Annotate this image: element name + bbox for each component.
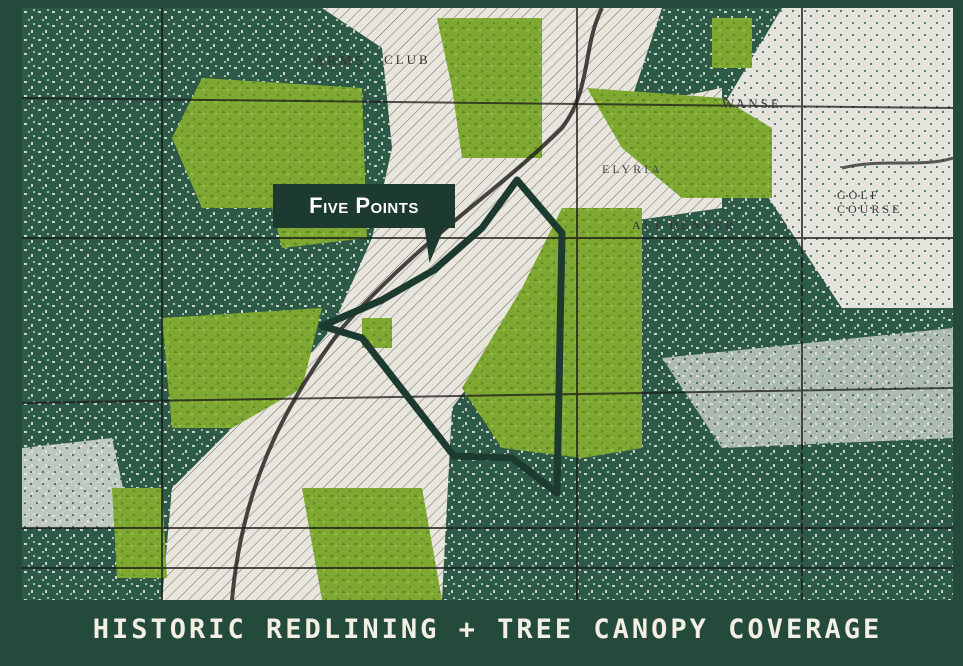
map-label-club: CLUB xyxy=(384,52,431,67)
map-label-arms: ARMS xyxy=(314,54,366,69)
map-canvas[interactable]: ARMS CLUB WANSE ELYRIA AST DENVER GOLF C… xyxy=(22,8,953,600)
canopy-patch-swansea xyxy=(587,88,772,198)
redlining-canopy-map xyxy=(22,8,953,600)
sparse-canopy-w xyxy=(22,438,132,528)
canopy-patch-sw xyxy=(112,488,167,578)
river-line xyxy=(230,8,604,600)
map-label-golf-course: GOLF COURSE xyxy=(837,188,903,216)
five-points-boundary[interactable] xyxy=(318,176,566,497)
street-grid xyxy=(22,8,953,600)
title-bar: HISTORIC REDLINING + TREE CANOPY COVERAG… xyxy=(22,600,953,658)
canopy-patch-small xyxy=(362,318,392,348)
canopy-patch-ne xyxy=(712,18,752,68)
highway-line xyxy=(841,156,953,170)
five-points-label: Five Points xyxy=(309,193,419,218)
sparse-canopy-ne xyxy=(722,8,953,308)
canopy-patch-south xyxy=(302,488,442,600)
map-label-east-denver: AST DENVER xyxy=(632,218,737,232)
map-label-elyria: ELYRIA xyxy=(602,162,663,176)
sparse-canopy-e xyxy=(662,328,953,448)
five-points-callout[interactable]: Five Points xyxy=(273,184,455,228)
map-label-swansea: WANSE xyxy=(722,96,782,111)
map-title: HISTORIC REDLINING + TREE CANOPY COVERAG… xyxy=(92,613,883,645)
canopy-patch-north xyxy=(437,18,542,158)
